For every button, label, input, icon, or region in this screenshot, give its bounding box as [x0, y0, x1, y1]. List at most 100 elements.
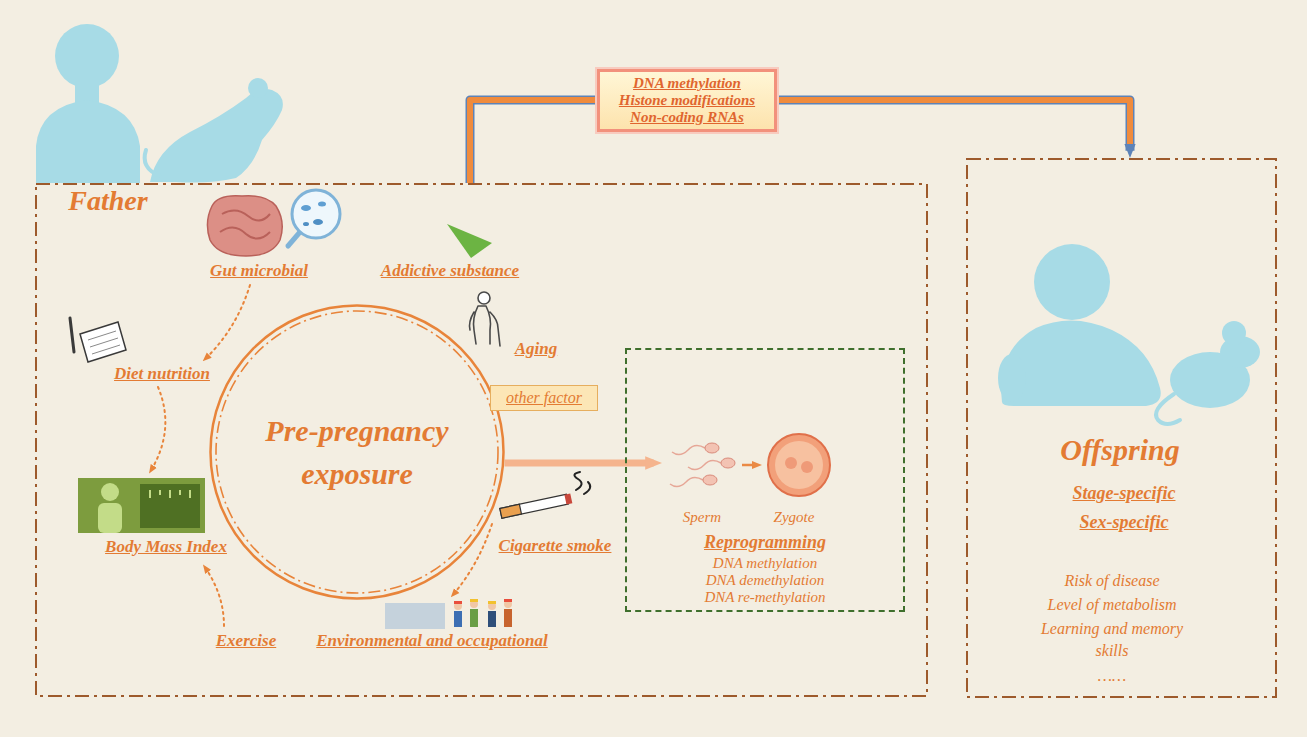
factor-label: Gut microbial — [210, 261, 308, 281]
dotted-arrow — [204, 285, 250, 360]
pronucleus — [785, 457, 797, 469]
zygote-outer — [768, 434, 830, 496]
text-slot: Risk of disease — [1064, 572, 1159, 590]
sperm-node: Sperm — [662, 430, 742, 530]
text-slot: Zygote — [774, 509, 815, 526]
node-text: Pre-pregnancy exposure — [242, 409, 472, 496]
mouse-silhouette — [1156, 321, 1260, 424]
node-text: Offspring — [1060, 433, 1179, 468]
text-slot: Sperm — [683, 509, 721, 526]
text-slot: …… — [1098, 667, 1126, 685]
zygote-inner — [775, 441, 823, 489]
frame-line — [967, 159, 1276, 697]
connector-group — [470, 100, 597, 183]
worker-hat — [470, 599, 478, 602]
bacterium — [318, 202, 326, 207]
baby-arm — [998, 354, 1026, 402]
text-slot: Level of metabolism — [1048, 596, 1177, 614]
node-text: Histone modifications — [619, 92, 755, 109]
text-slot: Aging — [515, 339, 558, 359]
baby-head — [1034, 244, 1110, 320]
text-slot: Pre-pregnancy exposure — [242, 409, 472, 496]
text-slot: Histone modifications — [619, 92, 755, 109]
addictive-leaf-icon — [447, 224, 492, 258]
father-silhouette — [36, 24, 140, 183]
worker-head — [454, 602, 462, 610]
connector-arrow — [505, 460, 654, 467]
frame-line — [36, 184, 927, 696]
node-text: DNA demethylation — [706, 572, 824, 589]
factor-label: Body Mass Index — [105, 537, 227, 557]
pronucleus — [801, 461, 813, 473]
text-slot: Father — [68, 185, 147, 217]
worker-hat — [454, 601, 462, 604]
rat-silhouette — [145, 78, 283, 183]
sperm-tail — [688, 460, 721, 469]
connector-arrow — [777, 100, 1130, 151]
factor-label: Cigarette smoke — [499, 536, 612, 556]
elderly-head — [478, 292, 490, 304]
circle-outline — [209, 304, 505, 600]
bmi-icon — [78, 478, 205, 533]
worker-hat — [488, 601, 496, 604]
head-shape — [55, 24, 119, 88]
diet-icon — [70, 318, 126, 362]
circle-ring — [211, 306, 504, 599]
node-text: other factor — [506, 389, 582, 407]
notebook-lines — [88, 331, 120, 354]
connector-arrow — [742, 464, 757, 467]
connector-group — [777, 100, 1130, 151]
factor-label: Diet nutrition — [114, 364, 210, 384]
text-slot: Body Mass Index — [105, 537, 227, 557]
cigarette-ember — [564, 493, 572, 504]
node-text: DNA methylation — [713, 555, 817, 572]
text-slot: DNA methylation — [713, 555, 817, 572]
worker-head — [488, 602, 496, 610]
workers-icon — [454, 599, 512, 627]
node-text: DNA re-methylation — [704, 589, 825, 606]
sperm-head — [703, 475, 717, 485]
exposure-circle: Pre-pregnancy exposure — [209, 304, 505, 600]
connector-group — [742, 465, 757, 466]
worker-head — [504, 600, 512, 608]
node-text: Risk of disease — [1064, 572, 1159, 590]
zygote-icon — [768, 434, 830, 496]
text-slot: Learning and memory skills — [1032, 618, 1192, 663]
scale-panel — [140, 484, 200, 528]
dotted-arrow — [150, 387, 165, 472]
sperm-head — [705, 443, 719, 453]
magnifier-handle — [288, 232, 300, 246]
bacterium — [313, 219, 323, 225]
rat-ear — [248, 78, 268, 98]
cigarette-icon — [500, 493, 573, 518]
father-region: FatherPre-pregnancy exposure other factor… — [35, 183, 928, 697]
scale-ticks — [150, 490, 190, 498]
node-text: …… — [1098, 667, 1126, 685]
baby-body — [1001, 320, 1161, 406]
sperm-icons — [670, 443, 735, 487]
figure-body — [98, 503, 122, 533]
text-slot: Offspring — [1060, 433, 1179, 468]
node-text: Zygote — [774, 509, 815, 526]
sperm-head — [721, 458, 735, 468]
text-slot: Reprogramming — [704, 532, 826, 553]
dash-dot-frame — [35, 183, 928, 697]
influence-arrows — [150, 285, 492, 626]
intestine-shape — [207, 196, 282, 256]
mouse-tail — [1156, 394, 1180, 424]
connector-outline — [470, 100, 597, 183]
text-slot: Cigarette smoke — [499, 536, 612, 556]
environment-picture — [385, 603, 445, 629]
dash-dot-frame — [966, 158, 1277, 698]
rat-tail — [145, 150, 160, 176]
connector-outline — [777, 100, 1130, 151]
node-text: Learning and memory skills — [1032, 618, 1192, 663]
worker-body — [470, 609, 478, 627]
connector-arrow — [470, 100, 597, 183]
worker-head — [470, 600, 478, 608]
reprogramming-box: ReprogrammingDNA methylationDNA demethyl… — [625, 348, 905, 612]
node-text: Non-coding RNAs — [630, 109, 744, 126]
sperm-tail — [670, 477, 703, 486]
cigarette-paper — [500, 494, 569, 518]
